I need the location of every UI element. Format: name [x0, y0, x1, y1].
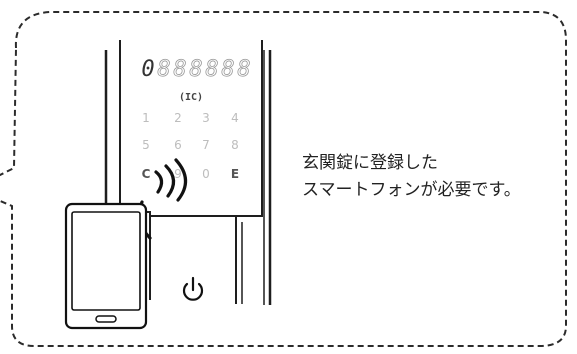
display-digit: 8: [157, 57, 170, 82]
dashed-frame: [0, 11, 567, 347]
keypad-key: 4: [231, 111, 239, 125]
keypad-key: C: [142, 167, 151, 181]
display-digit: 8: [221, 57, 234, 82]
keypad-key: 9: [174, 167, 182, 181]
keypad-key: 8: [231, 138, 239, 152]
ic-label: (IC): [179, 92, 203, 103]
keypad-key: 0: [202, 167, 210, 181]
keypad-key: E: [231, 167, 239, 181]
home-button: [95, 315, 117, 323]
smartphone: [64, 202, 148, 330]
message: 玄関錠に登録した スマートフォンが必要です。: [302, 150, 521, 204]
display-digit: 8: [173, 57, 186, 82]
display-digit: 8: [237, 57, 250, 82]
power-icon: [182, 276, 204, 301]
display-digit: 0: [141, 57, 154, 82]
keypad-keys: 1 2 3 4 5 6 7 8C 9 0 E: [142, 111, 240, 181]
message-line-2: スマートフォンが必要です。: [302, 180, 521, 200]
keypad-key: 7: [202, 138, 210, 152]
keypad-key: 2: [174, 111, 182, 125]
message-line-1: 玄関錠に登録した: [302, 153, 438, 173]
lock-body-lower: [149, 215, 262, 304]
keypad-key: 5: [142, 138, 150, 152]
keypad-key: 3: [202, 111, 210, 125]
display-digit: 8: [205, 57, 218, 82]
keypad-key: 6: [174, 138, 182, 152]
keypad-key: 1: [142, 111, 150, 125]
display-digit: 8: [189, 57, 202, 82]
